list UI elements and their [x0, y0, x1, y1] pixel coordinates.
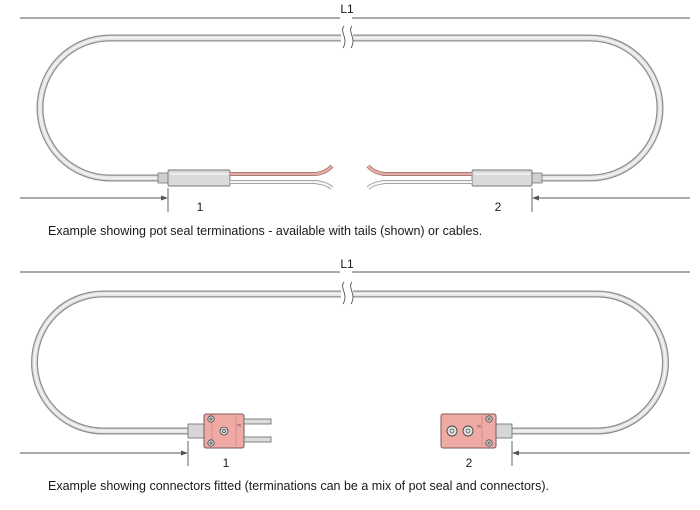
caption: Example showing pot seal terminations - …: [48, 224, 482, 238]
break-mark: [341, 281, 354, 306]
pin: [243, 436, 272, 443]
male-connector-left: K: [187, 413, 272, 449]
end-2-label: 2: [495, 200, 502, 214]
socket-icon: [462, 425, 474, 437]
end-1-label: 1: [223, 456, 230, 470]
type-marking: K: [475, 425, 481, 429]
length-dimension: L1: [20, 257, 690, 273]
end-2-label: 2: [466, 456, 473, 470]
wire-tails-right: [366, 164, 472, 190]
length-dimension: L1: [20, 2, 690, 19]
dimension-marker-1: 1: [20, 188, 204, 214]
break-mark: [341, 25, 354, 50]
wire-tails-left: [230, 164, 334, 190]
type-marking: K: [235, 424, 241, 428]
pot-seal-left: [157, 164, 334, 190]
dimension-marker-2: 2: [466, 441, 690, 470]
dimension-marker-1: 1: [20, 441, 230, 470]
terminal-screw-icon: [219, 426, 229, 436]
length-label: L1: [340, 257, 354, 271]
caption: Example showing connectors fitted (termi…: [48, 479, 549, 493]
pot-seal-diagram: L1: [20, 2, 690, 238]
socket-icon: [446, 425, 458, 437]
end-1-label: 1: [197, 200, 204, 214]
pin: [243, 418, 272, 425]
connector-diagram: L1 K: [20, 257, 690, 493]
pot-seal-right: [366, 164, 543, 190]
cable-sheath: [31, 281, 669, 435]
length-label: L1: [340, 2, 354, 16]
female-connector-right: K: [440, 413, 513, 449]
cable-sheath: [36, 25, 664, 182]
dimension-marker-2: 2: [495, 188, 690, 214]
